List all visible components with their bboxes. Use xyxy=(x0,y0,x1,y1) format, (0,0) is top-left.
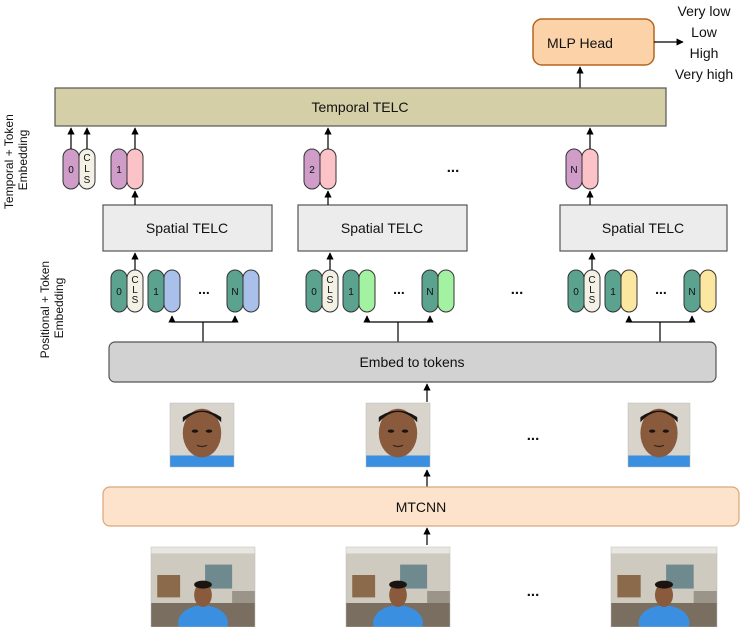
position-label: 0 xyxy=(573,287,579,298)
face-crop-image xyxy=(365,402,431,468)
mlp-head-block: MLP Head xyxy=(532,18,655,66)
position-label: 1 xyxy=(610,287,616,298)
cls-letter: L xyxy=(327,285,333,296)
temporal-index-label: 2 xyxy=(309,165,315,176)
patch-token-pill xyxy=(358,269,376,313)
temporal-token-arrows xyxy=(67,127,594,149)
input-frame-image xyxy=(610,546,718,627)
temporal-token-pill xyxy=(126,148,144,190)
cls-letter: L xyxy=(84,164,90,175)
face-ellipsis: ... xyxy=(527,427,540,444)
spatial-to-temporal-arrows xyxy=(131,190,594,205)
patch-token-pill xyxy=(163,269,181,313)
temporal-telc-label: Temporal TELC xyxy=(311,99,408,115)
spatial-telc-block-2: Spatial TELC xyxy=(297,204,468,252)
input-frame-image xyxy=(150,546,256,627)
cls-letter: S xyxy=(589,295,596,306)
cls-letter: L xyxy=(589,285,595,296)
cls-letter: S xyxy=(132,295,139,306)
position-label: N xyxy=(688,287,695,298)
token-ellipsis: ... xyxy=(655,281,667,297)
patch-token-pill xyxy=(620,269,638,313)
face-crop-image xyxy=(169,402,235,468)
position-label: 0 xyxy=(311,287,317,298)
temporal-index-label: N xyxy=(570,165,577,176)
output-very-low: Very low xyxy=(678,3,732,19)
embed-to-tokens-label: Embed to tokens xyxy=(359,354,464,370)
patch-token-pill xyxy=(699,269,717,313)
input-frame-image xyxy=(345,546,451,627)
cls-letter: C xyxy=(83,153,90,164)
input-frames xyxy=(150,546,718,627)
mtcnn-label: MTCNN xyxy=(396,499,447,515)
spatial-telc-label: Spatial TELC xyxy=(341,220,423,236)
spatial-telc-block-3: Spatial TELC xyxy=(559,204,728,252)
spatial-telc-label: Spatial TELC xyxy=(602,220,684,236)
cls-token-pill xyxy=(321,269,339,313)
temporal-tokens: 0 C L S 1 2 N ... xyxy=(62,148,599,190)
output-very-high: Very high xyxy=(675,66,733,82)
mlp-head-label: MLP Head xyxy=(547,35,613,51)
tokens-to-spatial-arrows xyxy=(131,252,596,270)
cls-letter: C xyxy=(326,275,333,286)
cls-token-pill xyxy=(583,269,601,313)
position-label: N xyxy=(231,287,238,298)
temporal-embedding-label: Temporal + Token Embedding xyxy=(2,111,30,209)
cls-token-pill xyxy=(126,269,144,313)
patch-token-pill xyxy=(242,269,260,313)
temporal-index-label: 1 xyxy=(116,165,122,176)
temporal-token-pill xyxy=(319,148,337,190)
cls-letter: S xyxy=(84,175,91,186)
position-label: 0 xyxy=(116,287,122,298)
cls-letter: L xyxy=(132,285,138,296)
cls-letter: S xyxy=(327,295,334,306)
position-label: 1 xyxy=(348,287,354,298)
spatial-telc-label: Spatial TELC xyxy=(146,220,228,236)
embed-to-token-connectors xyxy=(168,315,696,342)
token-ellipsis: ... xyxy=(198,281,210,297)
temporal-ellipsis: ... xyxy=(447,159,460,176)
token-ellipsis: ... xyxy=(393,281,405,297)
embed-to-tokens-block: Embed to tokens xyxy=(108,341,717,383)
spatial-telc-block-1: Spatial TELC xyxy=(102,204,273,252)
frame-ellipsis: ... xyxy=(527,583,540,600)
position-label: 1 xyxy=(153,287,159,298)
group-ellipsis: ... xyxy=(511,281,524,298)
output-high: High xyxy=(690,45,719,61)
mtcnn-block: MTCNN xyxy=(102,486,740,527)
cls-letter: C xyxy=(588,275,595,286)
output-low: Low xyxy=(691,24,718,40)
cls-letter: C xyxy=(131,275,138,286)
positional-embedding-label: Positional + Token Embedding xyxy=(38,258,66,359)
temporal-token-pill xyxy=(581,148,599,190)
position-label: N xyxy=(426,287,433,298)
temporal-index-label: 0 xyxy=(68,165,74,176)
face-crop-image xyxy=(627,402,691,468)
patch-token-pill xyxy=(437,269,455,313)
temporal-telc-block: Temporal TELC xyxy=(54,87,667,127)
output-classes: Very low Low High Very high xyxy=(675,3,733,82)
face-crops xyxy=(169,402,691,468)
